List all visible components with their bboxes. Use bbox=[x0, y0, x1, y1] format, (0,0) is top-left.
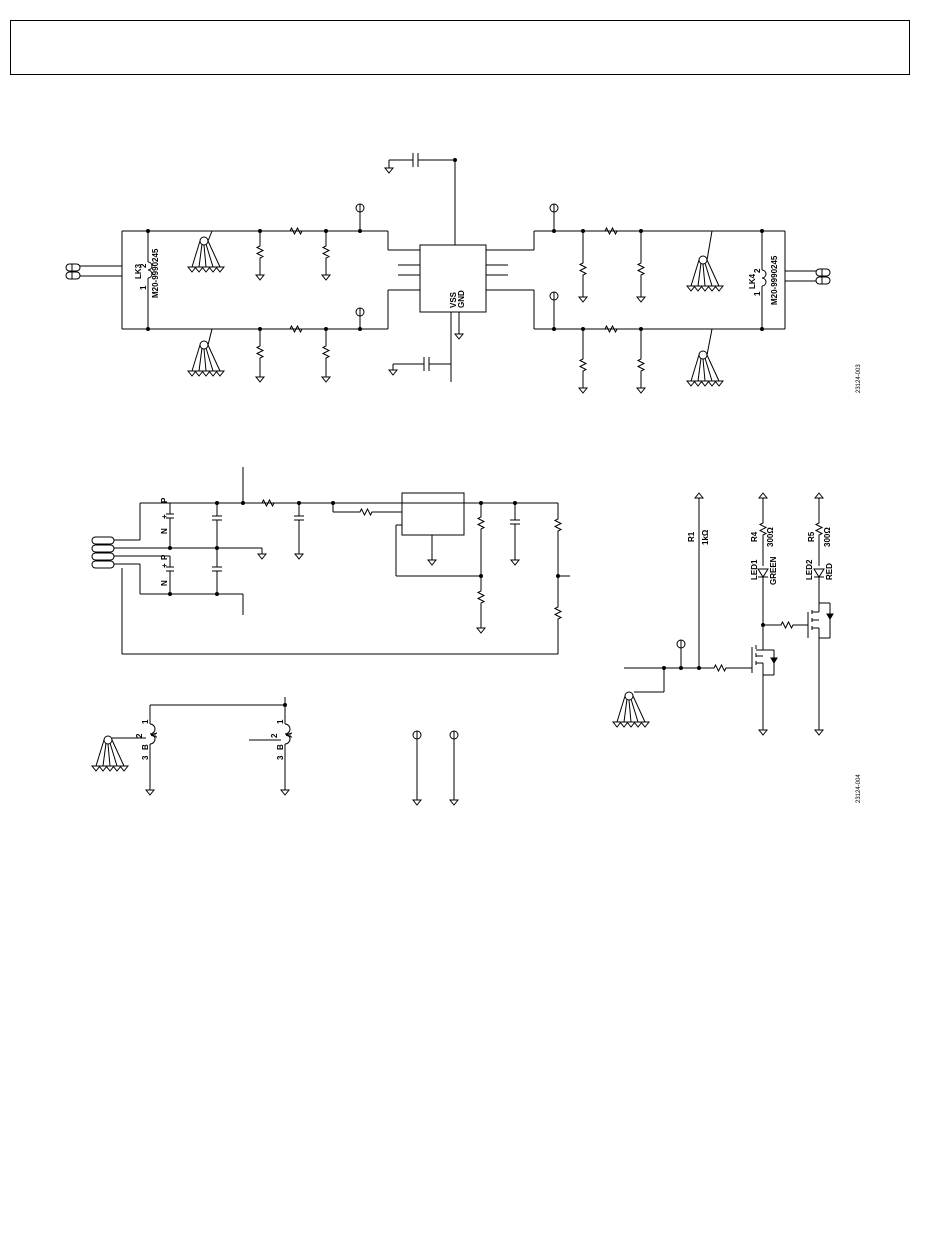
r4-value: 300Ω bbox=[766, 527, 775, 547]
ground-cluster-icon bbox=[687, 351, 723, 386]
test-point-icon bbox=[450, 731, 458, 739]
sw1-pin2: 2 bbox=[135, 733, 144, 738]
sw1-pin1: 1 bbox=[141, 719, 150, 724]
ground-cluster-icon bbox=[188, 341, 224, 376]
resistor-icon bbox=[257, 243, 263, 261]
resistor-icon bbox=[287, 228, 305, 234]
sw2-a: A bbox=[285, 732, 294, 738]
sw1-a: A bbox=[150, 732, 159, 738]
lk3-pin2: 2 bbox=[139, 263, 148, 268]
battery-plus-top: + bbox=[160, 514, 169, 519]
r5-ref: R5 bbox=[807, 531, 816, 542]
r1-value: 1kΩ bbox=[701, 529, 710, 545]
resistor-icon bbox=[555, 604, 561, 622]
sw2-pin2: 2 bbox=[270, 733, 279, 738]
resistor-icon bbox=[711, 665, 729, 671]
battery-p-top: P bbox=[160, 497, 169, 503]
test-point-icon bbox=[413, 731, 421, 739]
test-point-icon bbox=[550, 292, 558, 300]
resistor-icon bbox=[357, 509, 375, 515]
resistor-icon bbox=[602, 326, 620, 332]
ic-gnd-label: GND bbox=[457, 290, 466, 308]
lk3-pin1: 1 bbox=[139, 285, 148, 290]
sw1-b: B bbox=[141, 744, 150, 750]
battery-connector-icon bbox=[92, 537, 114, 568]
resistor-icon bbox=[638, 356, 644, 374]
r5-value: 300Ω bbox=[823, 527, 832, 547]
resistor-icon bbox=[287, 326, 305, 332]
test-point-icon bbox=[356, 204, 364, 212]
ground-cluster-icon bbox=[188, 237, 224, 272]
led1-icon bbox=[758, 569, 768, 577]
r4-ref: R4 bbox=[750, 531, 759, 542]
resistor-icon bbox=[580, 356, 586, 374]
resistor-icon bbox=[478, 514, 484, 532]
resistor-icon bbox=[257, 343, 263, 361]
resistor-icon bbox=[638, 260, 644, 278]
test-point-icon bbox=[356, 308, 364, 316]
ground-cluster-icon bbox=[613, 692, 649, 727]
resistor-icon bbox=[323, 343, 329, 361]
resistor-icon bbox=[259, 500, 277, 506]
sw2-b: B bbox=[276, 744, 285, 750]
r1-ref: R1 bbox=[687, 531, 696, 542]
resistor-icon bbox=[478, 588, 484, 606]
resistor-icon bbox=[580, 260, 586, 278]
led1-ref: LED1 bbox=[750, 559, 759, 580]
battery-p-bottom: P bbox=[160, 554, 169, 560]
lk4-ref: LK4 bbox=[748, 273, 757, 289]
resistor-icon bbox=[602, 228, 620, 234]
ground-cluster-icon bbox=[687, 256, 723, 291]
sw1-pin3: 3 bbox=[141, 755, 150, 760]
led1-color: GREEN bbox=[769, 556, 778, 585]
regulator-body bbox=[402, 493, 464, 535]
battery-n-top: N bbox=[160, 528, 169, 534]
test-point-icon bbox=[677, 640, 685, 648]
led2-color: RED bbox=[825, 563, 834, 580]
led2-ref: LED2 bbox=[805, 559, 814, 580]
battery-n-bottom: N bbox=[160, 580, 169, 586]
right-rf-connector-icon bbox=[816, 269, 830, 284]
figure2-id: 23124-004 bbox=[856, 774, 862, 803]
led2-icon bbox=[814, 569, 824, 577]
test-point-icon bbox=[550, 204, 558, 212]
resistor-icon bbox=[778, 622, 796, 628]
resistor-icon bbox=[555, 516, 561, 534]
lk4-pin1: 1 bbox=[753, 291, 762, 296]
battery-plus-bottom: + bbox=[160, 563, 169, 568]
figure1-id: 23124-003 bbox=[856, 364, 862, 393]
left-rf-connector-icon bbox=[66, 264, 80, 279]
sw2-pin3: 3 bbox=[276, 755, 285, 760]
ground-cluster-icon bbox=[92, 736, 128, 771]
resistor-icon bbox=[323, 243, 329, 261]
resistor-icon bbox=[816, 520, 822, 538]
sw2-pin1: 1 bbox=[276, 719, 285, 724]
lk3-part: M20-9990245 bbox=[151, 248, 160, 298]
lk4-pin2: 2 bbox=[753, 268, 762, 273]
lk4-part: M20-9990245 bbox=[770, 255, 779, 305]
